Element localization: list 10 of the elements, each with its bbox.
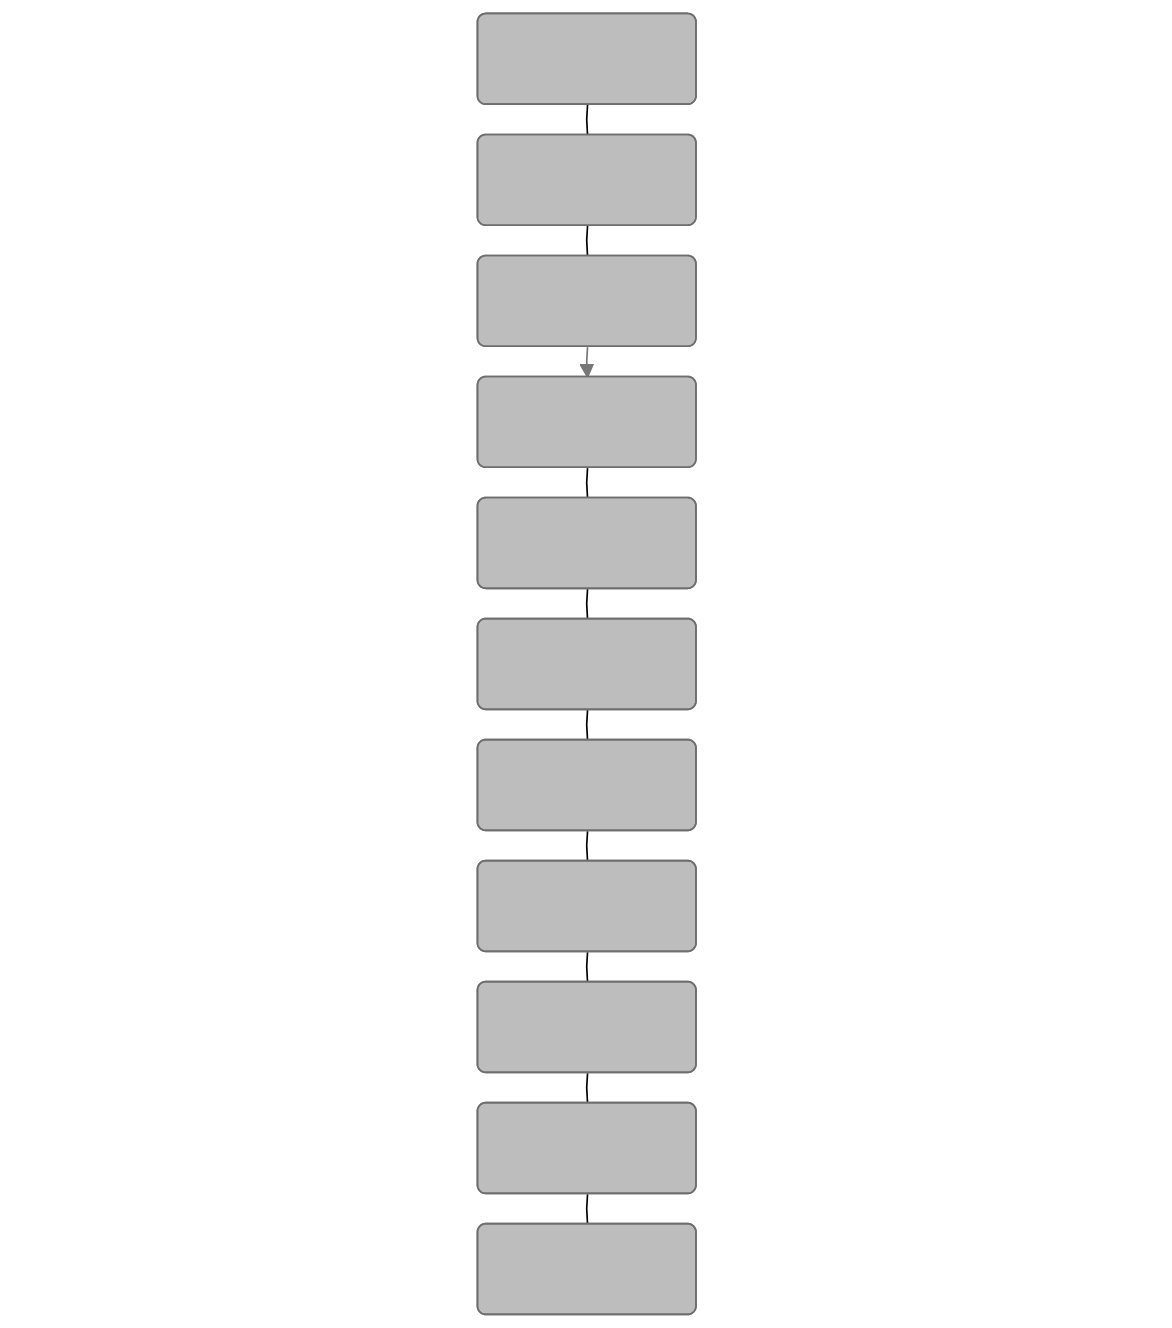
connector: [585, 1072, 588, 1105]
connector: [585, 709, 588, 742]
connector: [585, 830, 588, 863]
connector: [585, 104, 588, 137]
connector: [585, 951, 588, 984]
connector: [585, 467, 588, 500]
connector: [585, 1193, 588, 1226]
connector: [585, 588, 588, 621]
connector: [585, 225, 588, 258]
arrow: [578, 346, 594, 379]
